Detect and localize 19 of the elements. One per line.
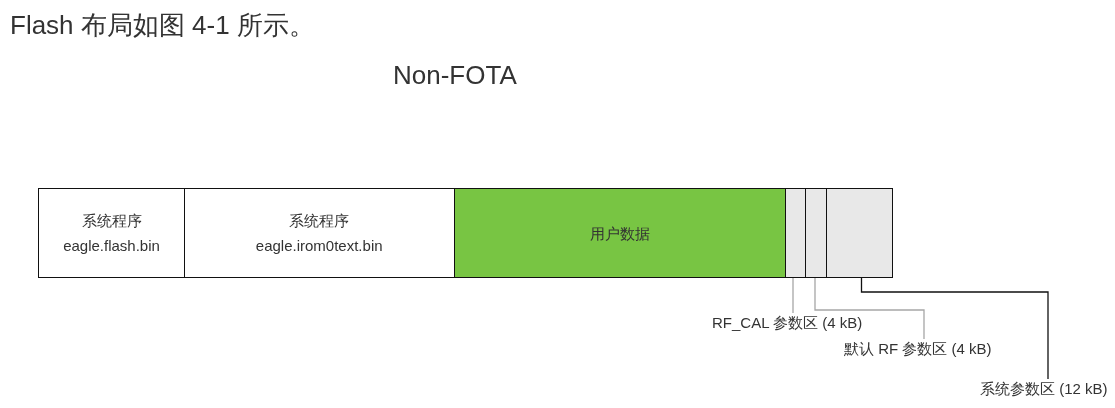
leader-line xyxy=(792,277,794,314)
segment-heading: 系统程序 xyxy=(289,211,350,231)
memory-segment xyxy=(804,188,827,278)
memory-segment xyxy=(38,188,185,278)
region-label: RF_CAL 参数区 (4 kB) xyxy=(712,313,863,333)
memory-segment xyxy=(825,188,894,278)
memory-segment xyxy=(784,188,806,278)
intro-sentence: Flash 布局如图 4-1 所示。 xyxy=(10,10,315,40)
memory-segment xyxy=(453,188,786,278)
memory-segment xyxy=(183,188,455,278)
diagram-title: Non-FOTA xyxy=(393,60,517,90)
region-label: 默认 RF 参数区 (4 kB) xyxy=(844,339,992,359)
file-name: eagle.irom0text.bin xyxy=(255,236,383,256)
leader-line xyxy=(860,277,1049,380)
region-label: 系统参数区 (12 kB) xyxy=(980,379,1108,399)
file-name: eagle.flash.bin xyxy=(63,236,160,256)
leader-line xyxy=(814,277,925,340)
segment-heading: 系统程序 xyxy=(81,211,142,231)
segment-label: 用户数据 xyxy=(589,223,650,244)
